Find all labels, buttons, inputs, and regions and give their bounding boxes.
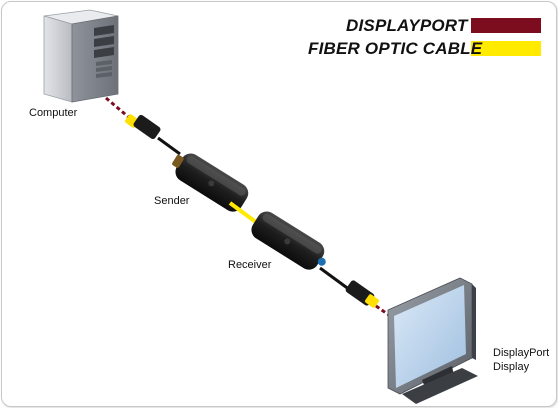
monitor-icon [387, 277, 478, 404]
receiver-label: Receiver [228, 259, 272, 271]
computer-tower-icon [43, 9, 119, 103]
computer-label: Computer [29, 107, 78, 119]
legend-swatch-displayport [471, 18, 541, 33]
sender-device-icon [172, 153, 249, 212]
display-label-line1: DisplayPort [493, 347, 550, 359]
receiver-device-icon [251, 211, 326, 270]
displayport-cable-computer [105, 96, 133, 122]
legend-label-fiber: FIBER OPTIC CABLE [308, 39, 483, 58]
legend-swatch-fiber [471, 41, 541, 56]
legend-label-displayport: DISPLAYPORT [346, 16, 468, 35]
displayport-plug-icon [125, 114, 161, 140]
display-label-line2: Display [493, 361, 530, 373]
sender-label: Sender [154, 195, 190, 207]
displayport-plug-display-icon [345, 280, 379, 308]
